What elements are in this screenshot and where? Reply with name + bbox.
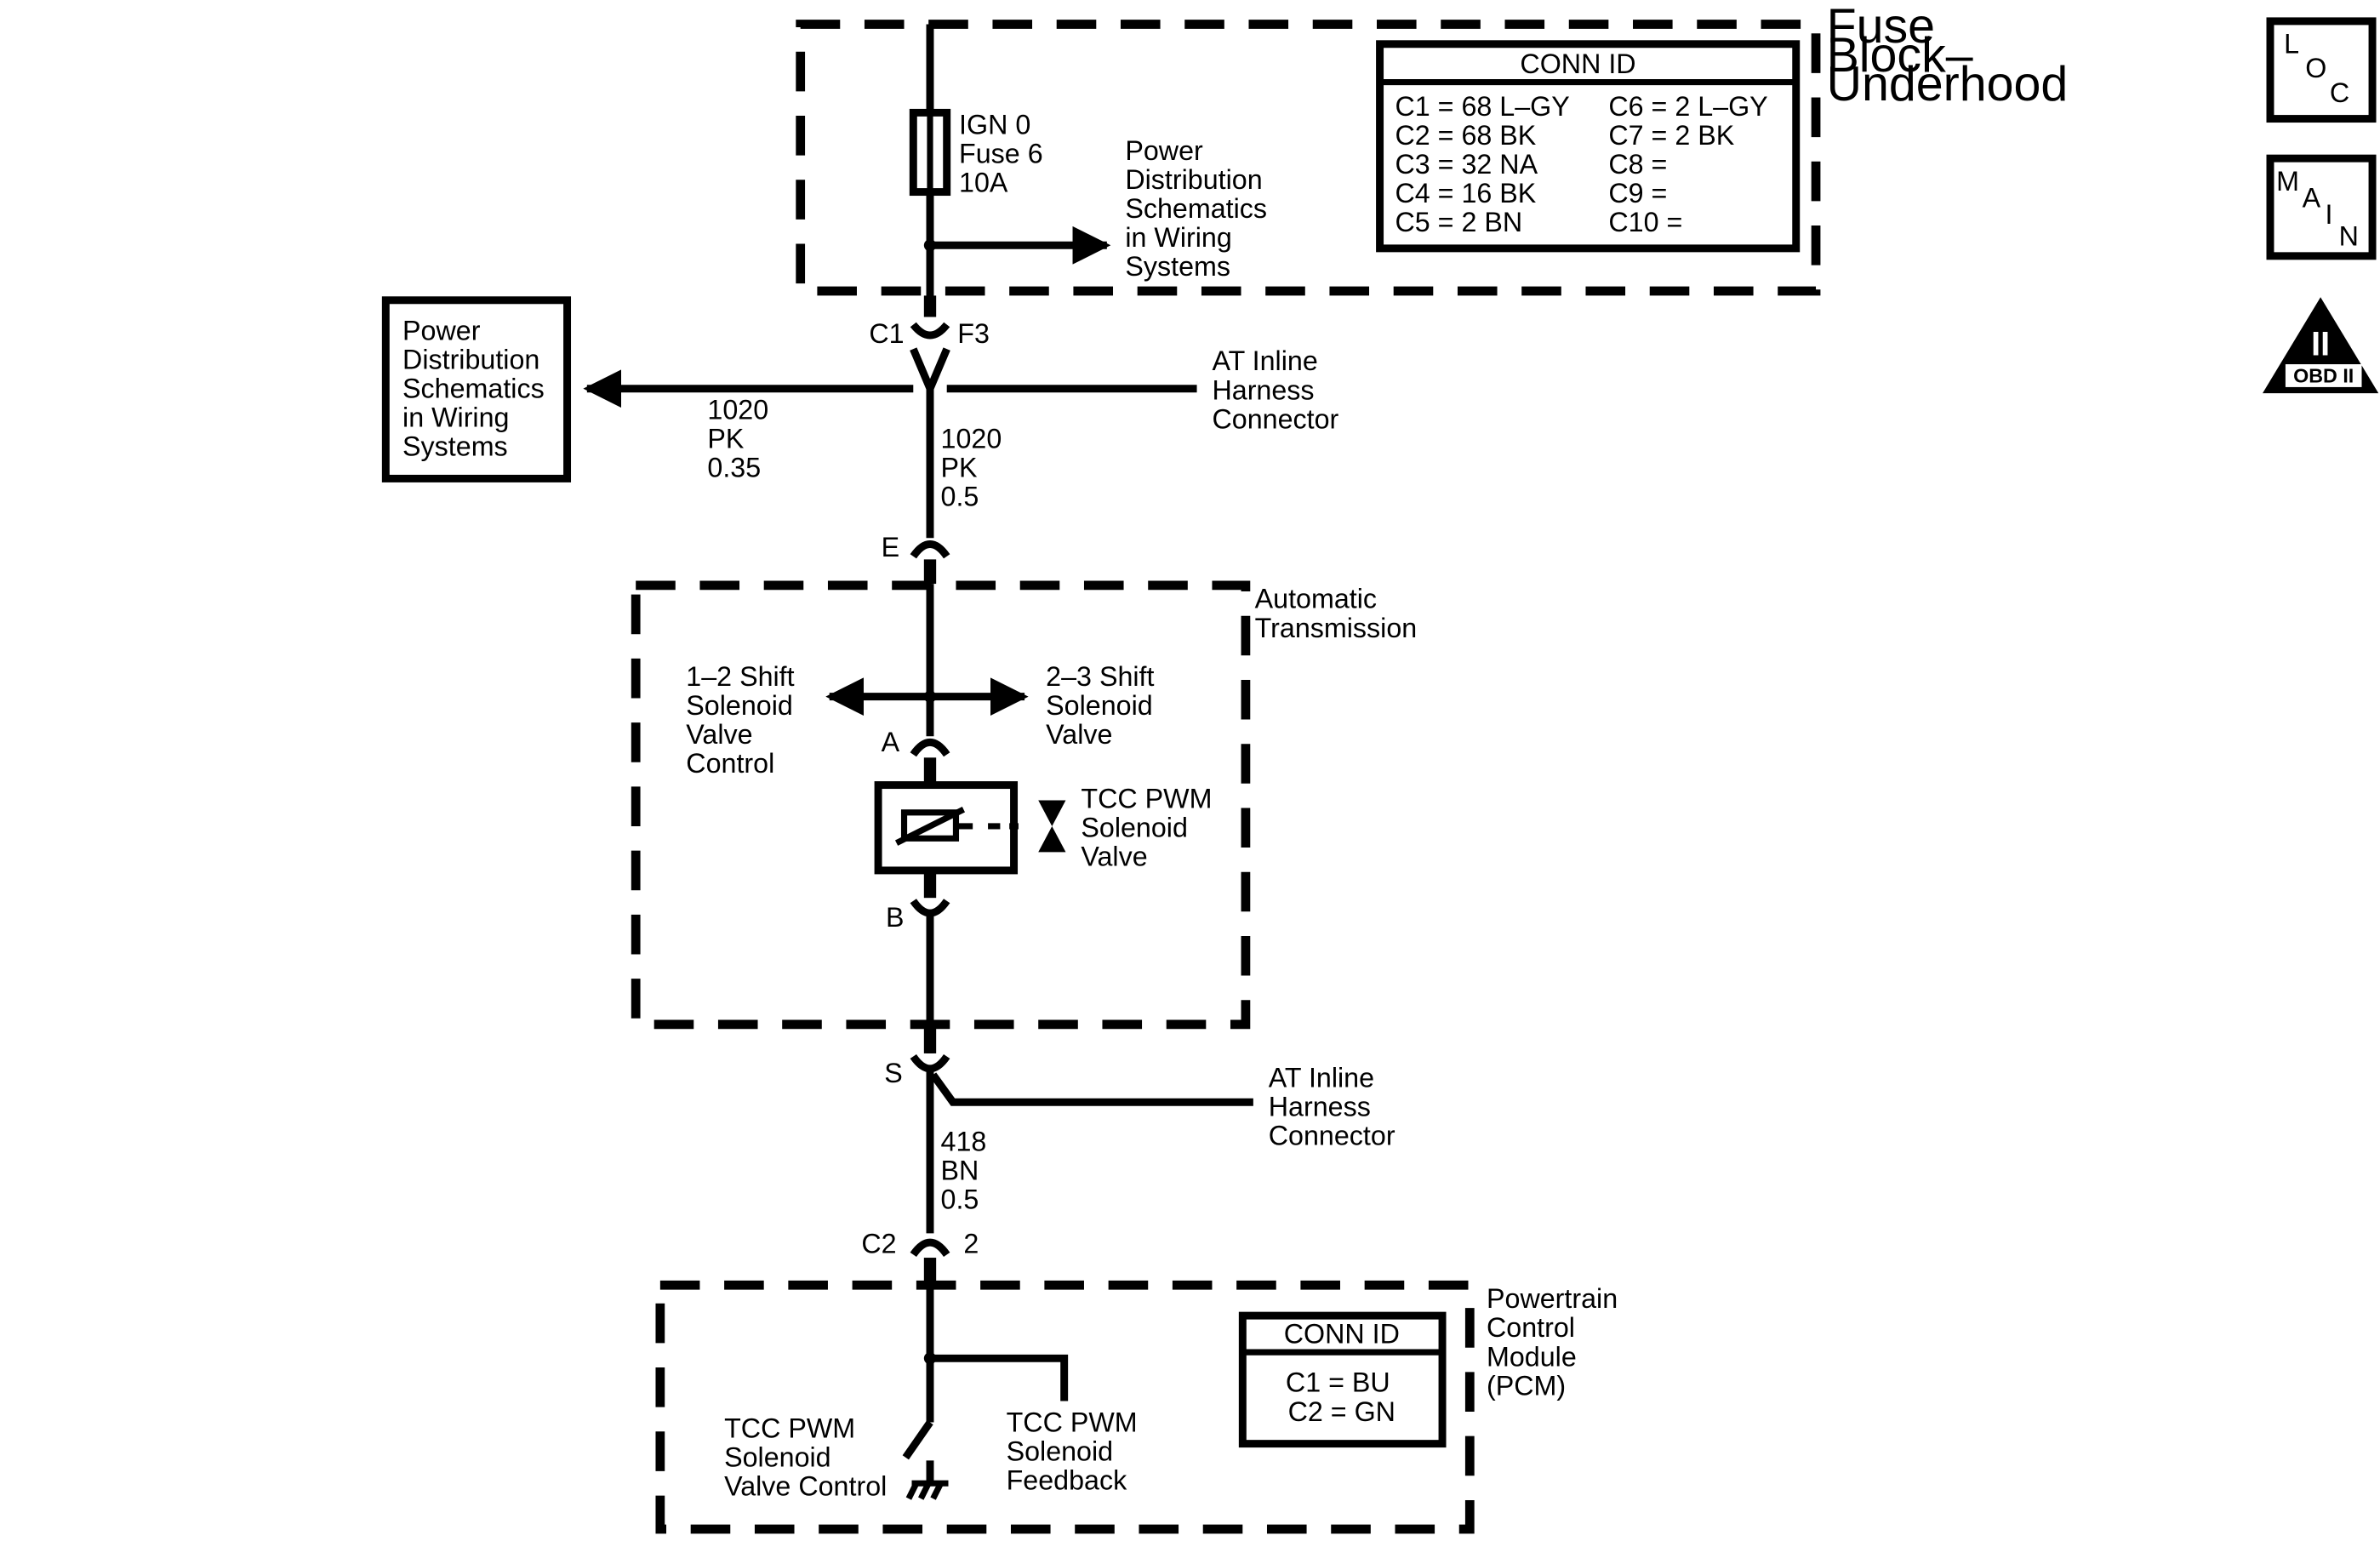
svg-text:A: A — [2303, 182, 2321, 213]
conn-table-col-left: C1 = 68 L–GY C2 = 68 BK C3 = 32 NA C4 = … — [1395, 91, 1577, 237]
fuse-block-underhood: Fuse Block– Underhood CONN ID C1 = 68 L–… — [796, 0, 2069, 304]
pcm-control-label: TCC PWM Solenoid Valve Control — [724, 1413, 887, 1501]
connector-c1-f3: C1 F3 — [869, 295, 990, 349]
pcm-conn-table-rows: C1 = BU C2 = GN — [1286, 1367, 1398, 1427]
pcm-label: Powertrain Control Module (PCM) — [1487, 1283, 1625, 1401]
connector-c2-pin-label: 2 — [963, 1229, 979, 1259]
pin-s-label: S — [884, 1058, 903, 1088]
wire-main-label: 1020 PK 0.5 — [941, 424, 1010, 512]
at-inline-bottom-line — [929, 1072, 1253, 1106]
connector-c1-label: C1 — [869, 318, 904, 349]
powertrain-control-module: Powertrain Control Module (PCM) CONN ID … — [655, 1280, 1625, 1534]
conn-table-title: CONN ID — [1520, 49, 1635, 79]
pcm-conn-table-title: CONN ID — [1284, 1318, 1400, 1349]
svg-text:O: O — [2305, 53, 2326, 83]
shift-23-label: 2–3 Shift Solenoid Valve — [1046, 661, 1161, 750]
at-inline-bottom-label: AT Inline Harness Connector — [1269, 1062, 1395, 1150]
control-switch — [902, 1419, 933, 1460]
automatic-transmission: Automatic Transmission 1–2 Shift Solenoi… — [631, 580, 1418, 1053]
obd-ii-icon[interactable]: II OBD II — [2263, 297, 2379, 394]
main-icon[interactable]: M A I N — [2266, 154, 2377, 260]
left-ref-label: Power Distribution Schematics in Wiring … — [402, 315, 552, 461]
tcc-pwm-solenoid — [874, 781, 1066, 875]
power-dist-ref-box: Power Distribution Schematics in Wiring … — [381, 296, 572, 482]
svg-text:II: II — [2311, 325, 2330, 362]
transmission-outline — [631, 580, 1251, 1030]
power-dist-ref-label: Power Distribution Schematics in Wiring … — [1125, 135, 1275, 282]
pcm-feedback-label: TCC PWM Solenoid Feedback — [1007, 1407, 1145, 1495]
valve-icon — [1038, 800, 1066, 826]
svg-text:N: N — [2339, 220, 2359, 251]
fuse-block-conn-table: CONN ID C1 = 68 L–GY C2 = 68 BK C3 = 32 … — [1376, 40, 1801, 253]
pin-s-connector: S — [884, 1025, 950, 1088]
fuse-block-label: Fuse Block– Underhood — [1827, 0, 2069, 111]
conn-table-frame — [1376, 40, 1801, 253]
fuse-label: IGN 0 Fuse 6 10A — [959, 109, 1051, 197]
feedback-wire — [929, 1354, 1069, 1401]
svg-text:M: M — [2276, 166, 2299, 197]
inline-splice — [910, 347, 950, 399]
svg-text:OBD II: OBD II — [2293, 365, 2354, 387]
svg-text:I: I — [2325, 199, 2332, 230]
pcm-conn-table: CONN ID C1 = BU C2 = GN — [1238, 1311, 1447, 1448]
pin-b-label: B — [886, 902, 905, 933]
connector-c2: C2 2 — [861, 1229, 979, 1286]
pin-e-label: E — [882, 532, 900, 562]
transmission-label: Automatic Transmission — [1255, 584, 1418, 643]
ground-icon — [905, 1480, 949, 1500]
connector-c2-label: C2 — [861, 1229, 896, 1259]
wire-bottom-label: 418 BN 0.5 — [941, 1127, 995, 1215]
connector-f3-label: F3 — [957, 318, 990, 349]
wire-left-label: 1020 PK 0.35 — [707, 395, 776, 483]
at-inline-top-label: AT Inline Harness Connector — [1212, 345, 1338, 434]
shift-12-label: 1–2 Shift Solenoid Valve Control — [686, 661, 802, 779]
conn-table-col-right: C6 = 2 L–GY C7 = 2 BK C8 = C9 = C10 = — [1608, 91, 1775, 237]
pin-e-connector: E — [882, 532, 950, 585]
pin-a-label: A — [882, 727, 900, 757]
svg-text:C: C — [2330, 77, 2349, 108]
loc-icon[interactable]: L O C — [2266, 17, 2377, 123]
pcm-outline — [655, 1280, 1475, 1534]
tcc-pwm-solenoid-label: TCC PWM Solenoid Valve — [1081, 783, 1219, 871]
svg-text:L: L — [2284, 29, 2299, 60]
